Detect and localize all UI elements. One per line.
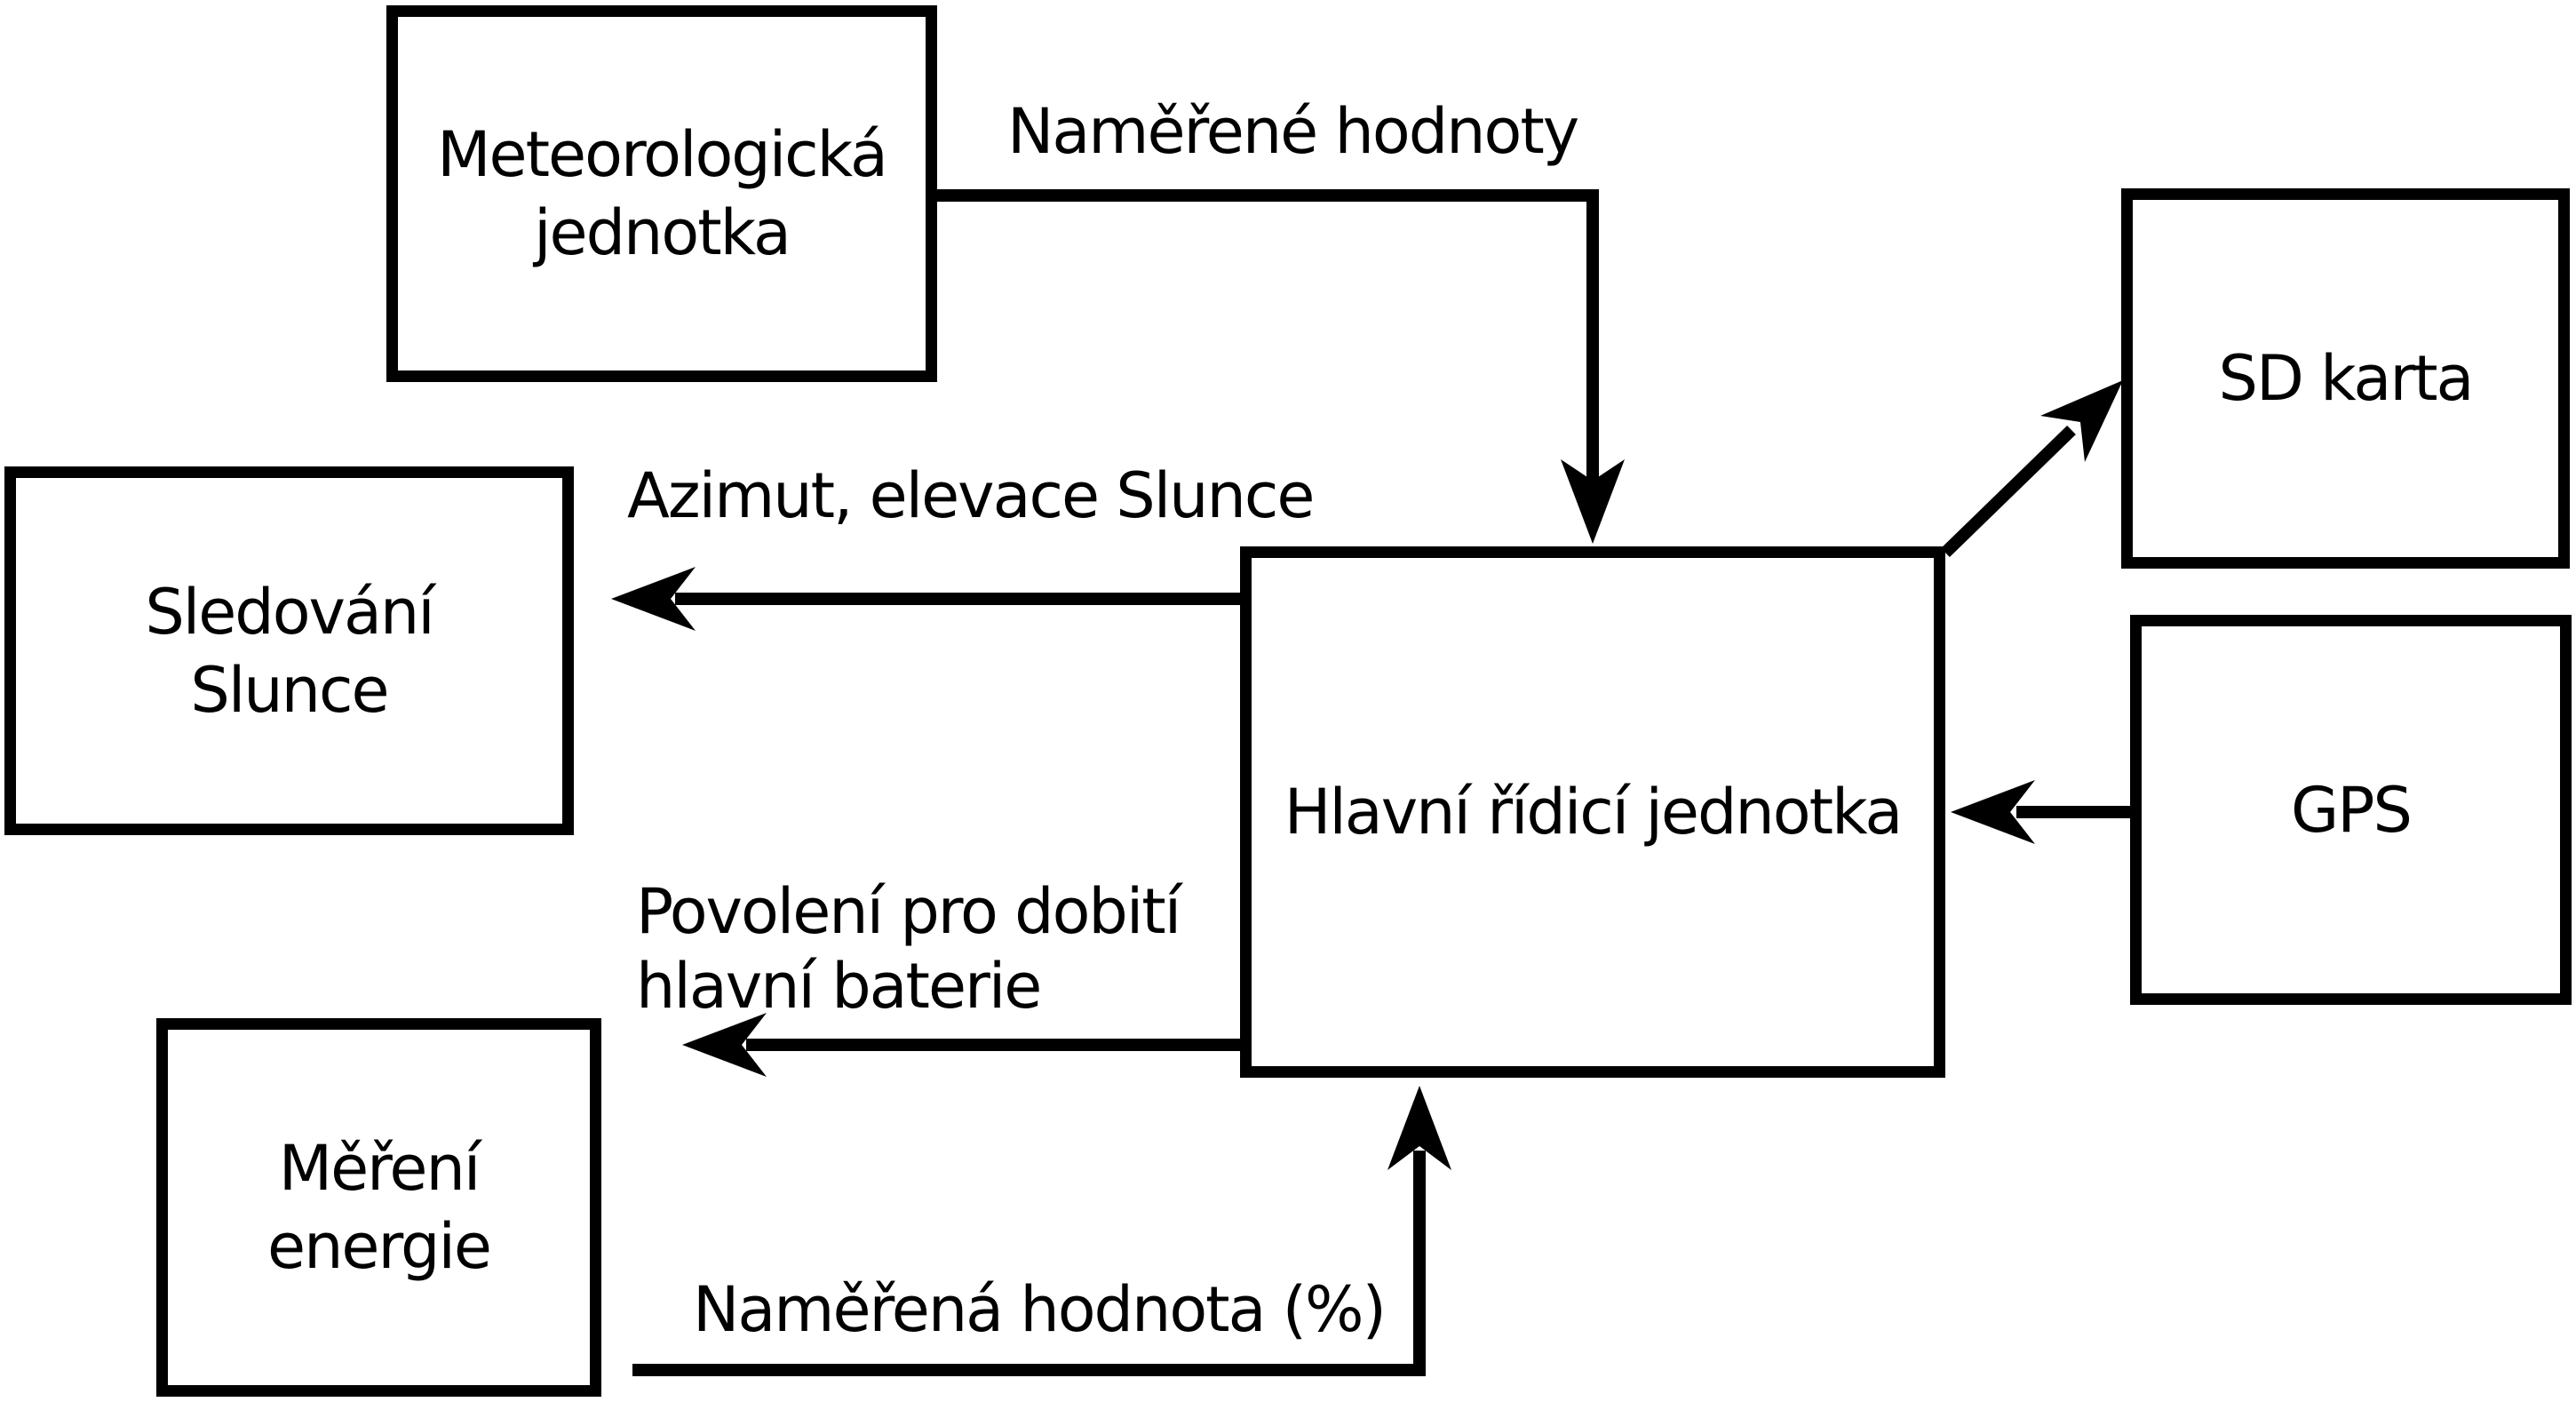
arrow-to-sd-card — [1941, 380, 2123, 558]
node-sun-tracking-label-line1: Sledování — [145, 575, 434, 649]
arrow-measured-percentage — [632, 1086, 1451, 1376]
edge-label-measured-percentage: Naměřená hodnota (%) — [693, 1273, 1387, 1346]
node-meteorological-unit: Meteorologická jednotka — [386, 5, 937, 382]
arrow-from-gps — [1951, 780, 2130, 844]
arrow-charge-permission-head — [682, 1013, 767, 1077]
arrow-measured-values-shaft — [934, 189, 1599, 484]
edge-label-azimuth-elevation: Azimut, elevace Slunce — [627, 459, 1315, 532]
node-gps: GPS — [2130, 615, 2572, 1005]
node-sd-card: SD karta — [2121, 188, 2570, 569]
arrow-measured-percentage-shaft — [632, 1151, 1426, 1376]
node-energy-measurement-label-line2: energie — [267, 1210, 492, 1283]
arrow-charge-permission — [682, 1013, 1240, 1077]
edge-label-measured-values: Naměřené hodnoty — [1007, 95, 1579, 168]
edge-label-charge-permission: Povolení pro dobití hlavní baterie — [636, 874, 1181, 1024]
node-main-control-unit: Hlavní řídicí jednotka — [1240, 546, 1945, 1078]
edge-label-charge-permission-line2: hlavní baterie — [636, 950, 1042, 1023]
arrow-measured-values-head — [1561, 459, 1625, 544]
node-meteorological-unit-label-line1: Meteorologická — [437, 118, 888, 191]
arrow-measured-percentage-head — [1387, 1086, 1451, 1170]
node-main-control-unit-label: Hlavní řídicí jednotka — [1284, 776, 1904, 848]
arrow-azimuth-elevation-head — [611, 567, 696, 631]
arrow-to-sd-card-head — [2040, 380, 2123, 462]
node-energy-measurement-label-line1: Měření — [278, 1132, 481, 1205]
arrow-from-gps-head — [1951, 780, 2035, 844]
arrow-azimuth-elevation — [611, 567, 1240, 631]
arrow-measured-values — [934, 189, 1625, 544]
node-sun-tracking: Sledování Slunce — [4, 466, 574, 835]
node-gps-label: GPS — [2291, 773, 2413, 847]
node-meteorological-unit-label-line2: jednotka — [534, 196, 791, 269]
node-sd-card-label: SD karta — [2218, 342, 2475, 415]
arrow-to-sd-card-shaft — [1941, 425, 2076, 558]
node-sun-tracking-label-line2: Slunce — [190, 653, 389, 727]
edge-label-charge-permission-line1: Povolení pro dobití — [636, 875, 1181, 948]
node-energy-measurement: Měření energie — [156, 1018, 601, 1397]
